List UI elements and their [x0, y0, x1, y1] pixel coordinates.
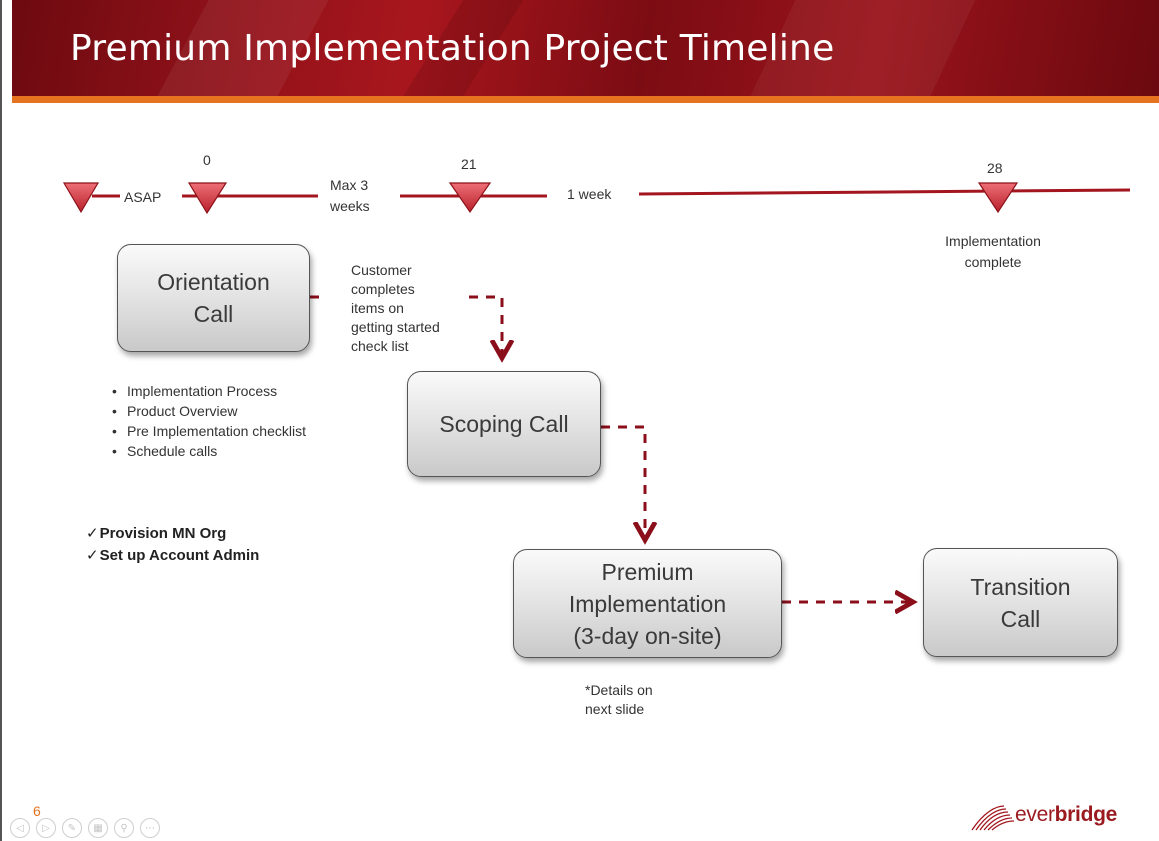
checkmark-icon: ✓	[86, 525, 99, 542]
premium-implementation-box: Premium Implementation (3-day on-site)	[513, 549, 782, 658]
checklist-item: ✓Provision MN Org	[86, 525, 227, 542]
next-icon[interactable]: ▷	[36, 818, 56, 838]
header-accent-bar	[12, 96, 1159, 103]
presenter-controls: ◁ ▷ ✎ ▦ ⚲ ⋯	[10, 818, 160, 838]
checklist-item: ✓Set up Account Admin	[86, 547, 260, 564]
milestone-21-marker	[448, 182, 492, 214]
list-item: Pre Implementation checklist	[110, 421, 310, 441]
pen-icon[interactable]: ✎	[62, 818, 82, 838]
orientation-topics-list: Implementation Process Product Overview …	[110, 381, 310, 461]
zoom-icon[interactable]: ⚲	[114, 818, 134, 838]
orientation-call-box: Orientation Call	[117, 244, 310, 352]
milestone-asap-marker	[62, 182, 100, 214]
list-item: Schedule calls	[110, 441, 310, 461]
milestone-0-marker	[187, 182, 228, 215]
timeline-label-day-28: 28	[987, 160, 1003, 176]
details-note: *Details on next slide	[585, 682, 653, 717]
connector-scoping-to-premium	[601, 425, 645, 537]
previous-icon[interactable]: ◁	[10, 818, 30, 838]
timeline-label-implementation-complete: Implementation complete	[945, 233, 1041, 270]
timeline-label-day-21: 21	[461, 156, 477, 172]
logo-wordmark: everbridge	[1015, 803, 1118, 826]
everbridge-logo: everbridge	[998, 803, 1117, 827]
slide-number: 6	[33, 803, 41, 819]
timeline-label-1-week: 1 week	[567, 186, 612, 202]
timeline-label-day-0: 0	[203, 152, 211, 168]
everbridge-logo-icon	[971, 805, 1015, 831]
timeline-label-asap: ASAP	[124, 189, 162, 205]
more-icon[interactable]: ⋯	[140, 818, 160, 838]
milestone-28-marker	[977, 182, 1019, 214]
timeline-label-max3-line2: weeks	[330, 198, 370, 214]
checkmark-icon: ✓	[86, 547, 99, 564]
slide-header: Premium Implementation Project Timeline	[12, 0, 1159, 96]
transition-call-box: Transition Call	[923, 548, 1118, 657]
setup-checklist: ✓Provision MN Org ✓Set up Account Admin	[86, 523, 259, 567]
list-item: Implementation Process	[110, 381, 310, 401]
connector-checklist-to-scoping	[469, 295, 502, 355]
scoping-call-box: Scoping Call	[407, 371, 601, 477]
list-item: Product Overview	[110, 401, 310, 421]
milestone-markers	[62, 182, 1019, 215]
slides-icon[interactable]: ▦	[88, 818, 108, 838]
timeline-label-max3-line1: Max 3	[330, 177, 369, 193]
slide-title: Premium Implementation Project Timeline	[70, 28, 835, 69]
customer-checklist-note: Customer completes items on getting star…	[351, 262, 440, 354]
